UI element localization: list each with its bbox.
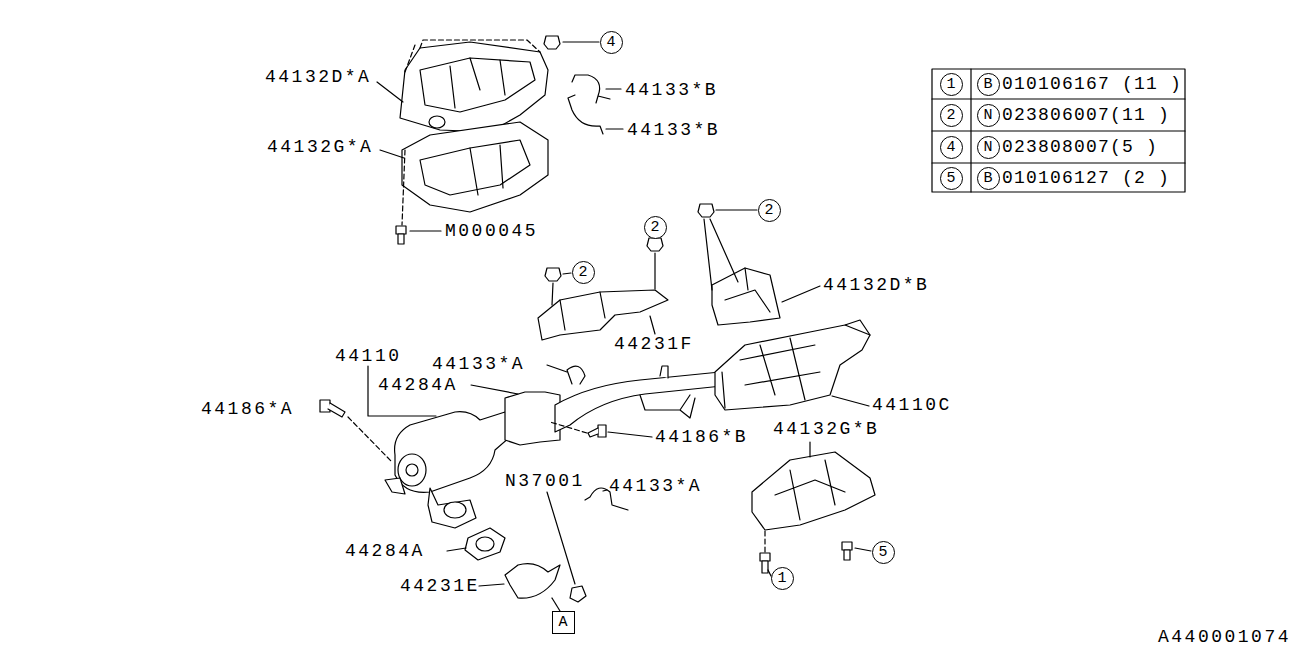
callout-number: N — [977, 104, 1000, 127]
clip — [568, 75, 610, 134]
callout-text: 4 — [606, 35, 615, 50]
nut — [647, 238, 663, 251]
part-number: 44133*A — [609, 477, 702, 495]
callout-text: 2 — [946, 108, 955, 123]
callout-text: 5 — [946, 171, 955, 186]
part-number: 44133*B — [627, 121, 720, 139]
callout-text: B — [983, 77, 992, 92]
callout-text: 2 — [650, 220, 659, 235]
bolt — [396, 226, 406, 244]
heat-shield — [538, 290, 668, 340]
callout-text: 1 — [777, 571, 786, 586]
part-number: A440001074 — [1158, 628, 1291, 646]
callout-number: 4 — [600, 31, 623, 54]
part-number: 44186*A — [201, 400, 294, 418]
part-number: 44132D*A — [265, 68, 371, 86]
callout-number: 5 — [872, 541, 895, 564]
table-cell: 023808007(5 ) — [1002, 138, 1158, 156]
lower-heat-shield — [402, 122, 548, 212]
callout-number: 2 — [572, 261, 595, 284]
part-number: 44110C — [872, 396, 952, 414]
part-number: M000045 — [445, 222, 538, 240]
part-number: 44132G*B — [773, 420, 879, 438]
part-number: 44186*B — [655, 428, 748, 446]
gasket — [465, 528, 505, 560]
callout-number: B — [977, 73, 1000, 96]
part-number: 44231F — [614, 335, 694, 353]
table-cell: 023806007(11 ) — [1002, 106, 1170, 124]
callout-number: 2 — [940, 104, 963, 127]
nut — [545, 268, 561, 281]
callout-text: 2 — [764, 203, 773, 218]
callout-number: 4 — [940, 136, 963, 159]
callout-number: 1 — [771, 567, 794, 590]
part-number: 44133*B — [625, 81, 718, 99]
part-number: 44132G*A — [267, 138, 373, 156]
callout-text: N — [983, 108, 992, 123]
callout-number: B — [977, 167, 1000, 190]
callout-number: 2 — [644, 216, 667, 239]
part-number: 44284A — [378, 376, 458, 394]
callout-text: B — [983, 171, 992, 186]
callout-text: 5 — [878, 545, 887, 560]
part-number: 44110 — [335, 347, 402, 365]
callout-text: 1 — [946, 77, 955, 92]
table-cell: 010106167 (11 ) — [1002, 75, 1182, 93]
callout-number: 1 — [940, 73, 963, 96]
bracket — [505, 564, 560, 599]
callout-text: 4 — [946, 140, 955, 155]
reference-box: A — [552, 611, 575, 634]
bolt — [842, 542, 852, 560]
clip — [567, 366, 585, 384]
heat-shield — [752, 452, 875, 530]
table-cell: 010106127 (2 ) — [1002, 169, 1170, 187]
nut — [544, 36, 560, 49]
parts-table-grid — [932, 69, 1185, 192]
bolt — [320, 400, 345, 417]
part-number: 44133*A — [432, 355, 525, 373]
callout-text: A — [558, 615, 567, 630]
callout-number: 2 — [758, 199, 781, 222]
callout-number: N — [977, 136, 1000, 159]
nut — [570, 586, 586, 602]
part-number: 44231E — [400, 577, 480, 595]
rear-converter — [715, 320, 870, 410]
part-number: N37001 — [505, 472, 585, 490]
upper-heat-shield — [400, 42, 548, 132]
part-number: 44284A — [345, 542, 425, 560]
heat-shield — [712, 268, 780, 325]
callout-text: N — [983, 140, 992, 155]
part-number: 44132D*B — [823, 276, 929, 294]
nut — [698, 204, 714, 217]
callout-number: 5 — [940, 167, 963, 190]
callout-text: 2 — [578, 265, 587, 280]
front-converter — [385, 412, 518, 528]
bolt — [588, 425, 606, 437]
